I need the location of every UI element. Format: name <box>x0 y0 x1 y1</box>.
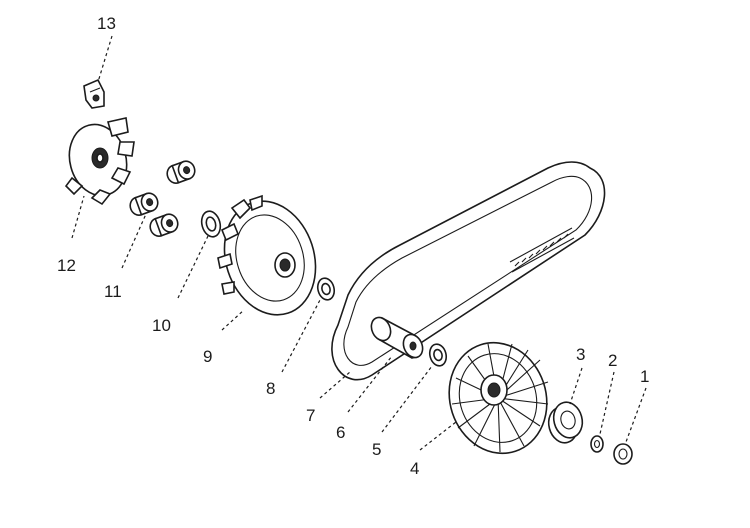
drive-sleeve <box>370 316 424 359</box>
ramp-plate <box>64 117 135 206</box>
washer-5 <box>428 343 448 367</box>
callout-6: 6 <box>336 423 345 442</box>
callout-labels: 1 2 3 4 5 6 7 8 9 10 11 12 13 <box>57 14 649 478</box>
movable-drive-face <box>217 194 317 316</box>
callout-5: 5 <box>372 440 381 459</box>
roller-weights <box>129 160 196 237</box>
drive-belt <box>331 161 606 381</box>
callout-7: 7 <box>306 406 315 425</box>
callout-1: 1 <box>640 367 649 386</box>
callout-10: 10 <box>152 316 171 335</box>
callout-9: 9 <box>203 347 212 366</box>
callout-11: 11 <box>104 282 122 301</box>
callout-2: 2 <box>608 351 617 370</box>
lock-washer <box>590 435 604 453</box>
seal-ring <box>547 401 584 444</box>
callout-3: 3 <box>576 345 585 364</box>
bushing <box>200 210 222 238</box>
fixed-drive-face <box>448 341 549 455</box>
callout-13: 13 <box>97 14 116 33</box>
callout-4: 4 <box>410 459 419 478</box>
callout-8: 8 <box>266 379 275 398</box>
washer-8 <box>316 277 336 301</box>
nut <box>613 443 633 465</box>
leader-lines <box>71 35 647 451</box>
slider-clip <box>83 78 105 109</box>
callout-12: 12 <box>57 256 76 275</box>
